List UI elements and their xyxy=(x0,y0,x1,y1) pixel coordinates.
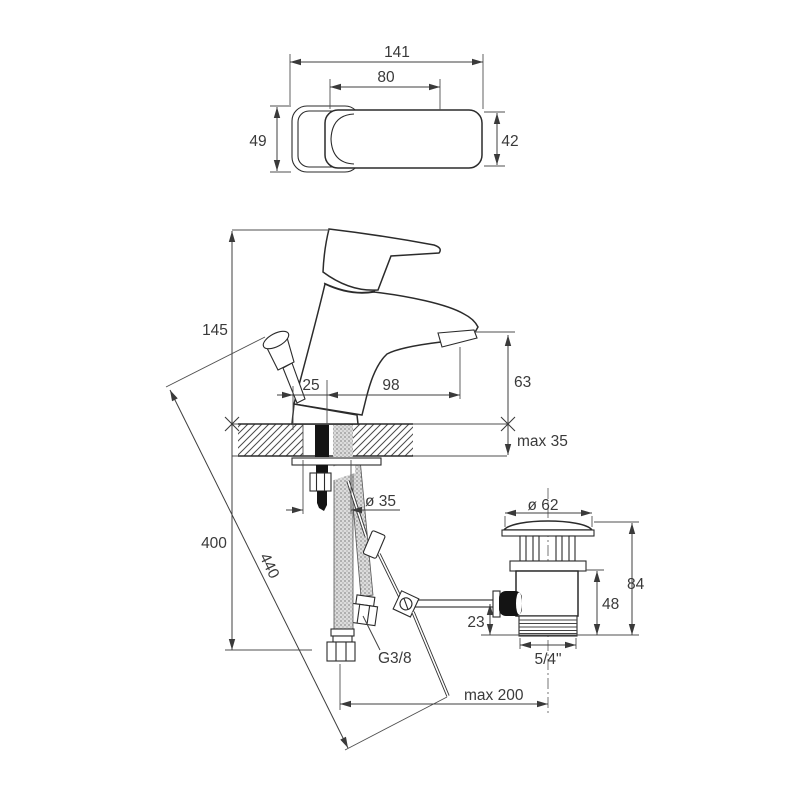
dim-pivot-offset-label: 23 xyxy=(467,614,484,631)
dimension-labels: 141 80 49 42 145 25 98 63 max 35 ø 35 40… xyxy=(201,44,645,704)
waste-pillar xyxy=(519,535,527,562)
rod-clamp-joint xyxy=(392,590,420,618)
waste-pillar xyxy=(568,535,576,562)
dim-hose-thread-label: G3/8 xyxy=(378,650,412,667)
dim-handle-width-label: 42 xyxy=(501,133,518,150)
hose-fitting-ring2 xyxy=(332,635,353,643)
handle-top-outline xyxy=(324,109,483,169)
mounting-nut xyxy=(309,472,332,492)
rod-adjuster xyxy=(362,530,386,559)
waste-thread-block xyxy=(518,615,578,637)
dim-waste-body-height-label: 48 xyxy=(602,596,619,613)
faucet-top-view xyxy=(291,105,483,173)
waste-pillar xyxy=(532,535,540,562)
dim-outlet-thread-label: 5/4" xyxy=(534,651,561,668)
dimension-annotations xyxy=(165,54,639,751)
handle-skirt-line xyxy=(323,282,376,293)
mounting-washer xyxy=(291,457,382,466)
waste-threads xyxy=(519,619,577,634)
handle-top-inner-edge xyxy=(330,113,355,165)
faucet-handle xyxy=(322,228,441,291)
horizontal-rod xyxy=(407,599,496,608)
dim-spout-height-label: 63 xyxy=(514,374,531,391)
dimension-cross-marks xyxy=(224,416,516,432)
ball-joint xyxy=(499,591,522,616)
waste-assembly xyxy=(492,488,595,714)
hose-fitting-ring xyxy=(330,628,355,637)
dim-rod-reach-label: max 200 xyxy=(464,687,524,704)
hose-in-hole xyxy=(333,425,353,457)
pop-up-knob xyxy=(262,330,290,350)
ball-joint-cap xyxy=(492,590,501,618)
waste-pillar xyxy=(555,535,563,562)
counter-hatch-right xyxy=(351,424,413,456)
waste-top-plate xyxy=(509,560,587,572)
dim-waste-height-label: 84 xyxy=(627,576,645,593)
dim-hole-diameter-label: ø 35 xyxy=(365,493,396,510)
dim-handle-length-label: 80 xyxy=(377,69,395,86)
pop-up-linkage xyxy=(346,480,496,697)
dim-hose-drop-label: 400 xyxy=(201,535,227,552)
dim-total-length-label: 141 xyxy=(384,44,410,61)
dim-flange-diameter-label: ø 62 xyxy=(527,497,558,514)
dim-spout-reach-label: 98 xyxy=(382,377,399,394)
mounting-stud xyxy=(315,425,329,457)
dim-deck-max-label: max 35 xyxy=(517,433,568,450)
waste-cap-dome xyxy=(502,520,594,531)
aerator xyxy=(437,329,478,348)
dim-body-width-label: 49 xyxy=(249,133,266,150)
dim-offset-label: 25 xyxy=(302,377,319,394)
hose-rear-fitting xyxy=(348,594,379,627)
dim-height-label: 145 xyxy=(202,322,228,339)
waste-body xyxy=(515,570,579,617)
ball-joint-highlight xyxy=(516,592,522,615)
waste-cap-flange xyxy=(501,529,595,537)
hose-nut-g38 xyxy=(326,641,356,662)
